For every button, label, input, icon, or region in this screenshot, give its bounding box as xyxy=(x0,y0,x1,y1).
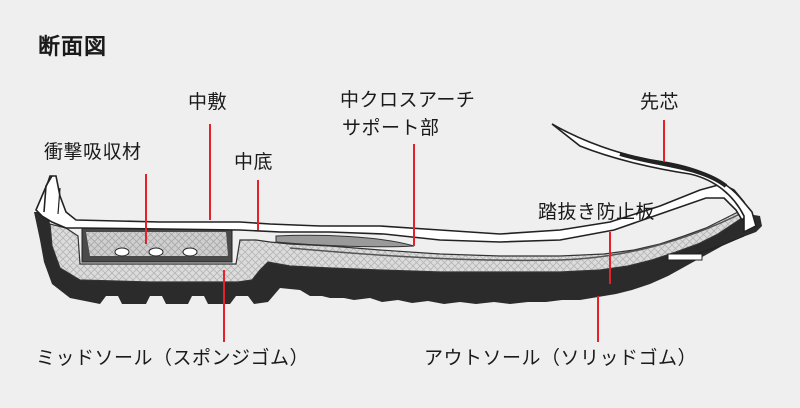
label-toe-cap: 先芯 xyxy=(640,91,680,113)
label-nail-guard: 踏抜き防止板 xyxy=(538,201,656,223)
label-chuzoko: 中底 xyxy=(234,151,274,173)
label-midsole: ミッドソール（スポンジゴム） xyxy=(36,347,310,369)
label-shock-absorber: 衝撃吸収材 xyxy=(44,141,142,163)
diagram-title: 断面図 xyxy=(38,35,108,60)
label-arch-support-line2: サポート部 xyxy=(342,117,440,139)
arch-support-shape xyxy=(275,234,415,248)
pointer-lines xyxy=(145,120,665,342)
outsole-shape xyxy=(34,212,762,304)
label-arch-support-line1: 中クロスアーチ xyxy=(340,89,476,111)
label-chujiki: 中敷 xyxy=(188,91,228,113)
label-outsole: アウトソール（ソリッドゴム） xyxy=(424,347,698,369)
